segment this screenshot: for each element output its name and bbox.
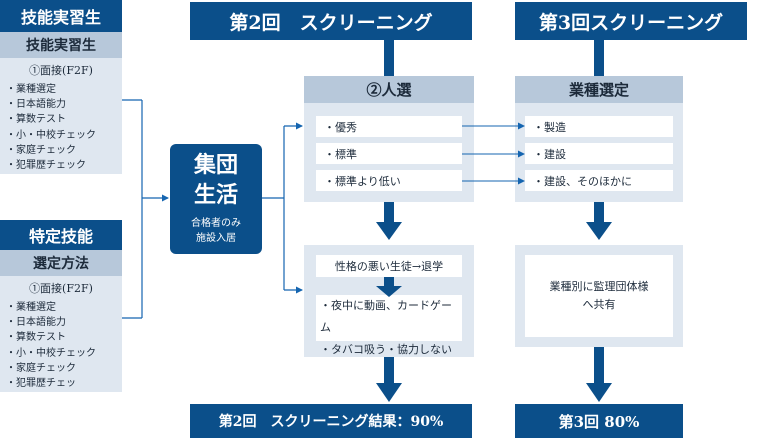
left-bottom-method-label: ①面接(F2F) <box>29 282 93 295</box>
left-top-method-label: ①面接(F2F) <box>29 64 93 77</box>
share-line2: へ共有 <box>582 298 616 311</box>
merge-connector <box>122 99 169 319</box>
level-excellent: ・優秀 <box>316 116 462 137</box>
screening3-result: 第3回 80% <box>515 404 683 438</box>
level-below-standard-label: ・標準より低い <box>324 174 401 188</box>
group-living-box: 集団 生活 合格者のみ 施設入居 <box>170 144 262 254</box>
dropout-reason: ・タバコ吸う・協力しない <box>320 343 452 356</box>
dropout-title-label: 性格の悪い生徒→退学 <box>334 260 444 273</box>
split-connector <box>262 122 303 294</box>
left-top-header: 技能実習生 <box>0 0 122 32</box>
left-top-subheader: 技能実習生 <box>0 32 122 58</box>
left-bottom-subheader-label: 選定方法 <box>33 256 89 272</box>
screening2-header-label: 第2回 スクリーニング <box>229 11 433 34</box>
list-item: ・家庭チェック <box>6 144 76 156</box>
dropout-reasons: ・夜中に動画、カードゲーム ・タバコ吸う・協力しない <box>316 295 462 356</box>
screening3-header: 第3回スクリーニング <box>515 2 747 40</box>
level-industry-arrows <box>462 122 525 185</box>
industry-panel: 業種選定 ・製造 ・建設 ・建設、そのほかに <box>515 76 683 202</box>
industry-manufacturing-label: ・製造 <box>533 120 566 134</box>
group-living-title: 集団 生活 <box>170 150 262 210</box>
screening3-header-label: 第3回スクリーニング <box>538 11 724 34</box>
list-item: ・日本語能力 <box>6 317 66 329</box>
down-arrows-col2 <box>376 40 402 402</box>
left-bottom-checklist: ・業種選定 ・日本語能力 ・算数テスト ・小・中校チェック ・家庭チェック ・犯… <box>4 300 96 391</box>
level-standard: ・標準 <box>316 143 462 164</box>
left-top-header-label: 技能実習生 <box>20 8 101 27</box>
industry-panel-title-label: 業種選定 <box>568 81 629 99</box>
list-item: ・小・中校チェック <box>6 129 96 141</box>
group-living-subtitle-line1: 合格者のみ <box>191 218 241 229</box>
dropout-panel: 性格の悪い生徒→退学 ・夜中に動画、カードゲーム ・タバコ吸う・協力しない <box>304 245 474 357</box>
share-line1: 業種別に監理団体様 <box>549 280 649 293</box>
left-bottom-header: 特定技能 <box>0 220 122 250</box>
left-top-panel: 技能実習生 ①面接(F2F) ・業種選定 ・日本語能力 ・算数テスト ・小・中校… <box>0 32 122 174</box>
left-bottom-panel: 選定方法 ①面接(F2F) ・業種選定 ・日本語能力 ・算数テスト ・小・中校チ… <box>0 250 122 392</box>
dropout-down-arrow <box>376 277 402 297</box>
left-top-subheader-label: 技能実習生 <box>26 38 96 54</box>
screening3-result-label: 第3回 80% <box>558 412 640 431</box>
left-bottom-method: ①面接(F2F) <box>0 280 122 296</box>
industry-construction-label: ・建設 <box>533 147 566 161</box>
screening2-result: 第2回 スクリーニング結果：90% <box>190 404 472 438</box>
group-living-subtitle-line2: 施設入居 <box>196 233 236 244</box>
industry-construction-other-label: ・建設、そのほかに <box>533 174 632 188</box>
screening2-result-label: 第2回 スクリーニング結果：90% <box>218 414 444 430</box>
list-item: ・業種選定 <box>6 302 56 313</box>
group-living-title-line1: 集団 <box>193 152 238 178</box>
screening2-header: 第2回 スクリーニング <box>190 2 472 40</box>
list-item: ・犯罪歴チェッ <box>6 378 76 390</box>
dropout-title: 性格の悪い生徒→退学 <box>316 255 462 277</box>
group-living-title-line2: 生活 <box>193 182 238 208</box>
left-bottom-header-label: 特定技能 <box>28 227 93 246</box>
list-item: ・犯罪歴チェック <box>6 160 86 172</box>
level-excellent-label: ・優秀 <box>324 120 357 134</box>
list-item: ・家庭チェック <box>6 362 76 374</box>
down-arrows-col3 <box>586 40 612 402</box>
list-item: ・算数テスト <box>6 332 66 344</box>
selection-panel-title: ②人選 <box>304 76 474 103</box>
dropout-reason: ・夜中に動画、カードゲーム <box>320 299 452 334</box>
selection-panel: ②人選 ・優秀 ・標準 ・標準より低い <box>304 76 474 202</box>
selection-panel-title-label: ②人選 <box>366 81 412 99</box>
list-item: ・日本語能力 <box>6 99 66 111</box>
level-standard-label: ・標準 <box>324 147 357 161</box>
share-panel: 業種別に監理団体様 へ共有 <box>515 245 683 347</box>
industry-panel-title: 業種選定 <box>515 76 683 103</box>
group-living-subtitle: 合格者のみ 施設入居 <box>170 216 262 246</box>
industry-construction-other: ・建設、そのほかに <box>525 170 673 191</box>
left-bottom-subheader: 選定方法 <box>0 250 122 276</box>
list-item: ・小・中校チェック <box>6 347 96 359</box>
list-item: ・算数テスト <box>6 114 66 126</box>
share-box: 業種別に監理団体様 へ共有 <box>525 255 673 337</box>
left-top-method: ①面接(F2F) <box>0 62 122 78</box>
left-top-checklist: ・業種選定 ・日本語能力 ・算数テスト ・小・中校チェック ・家庭チェック ・犯… <box>4 82 96 173</box>
level-below-standard: ・標準より低い <box>316 170 462 191</box>
list-item: ・業種選定 <box>6 84 56 95</box>
industry-construction: ・建設 <box>525 143 673 164</box>
industry-manufacturing: ・製造 <box>525 116 673 137</box>
